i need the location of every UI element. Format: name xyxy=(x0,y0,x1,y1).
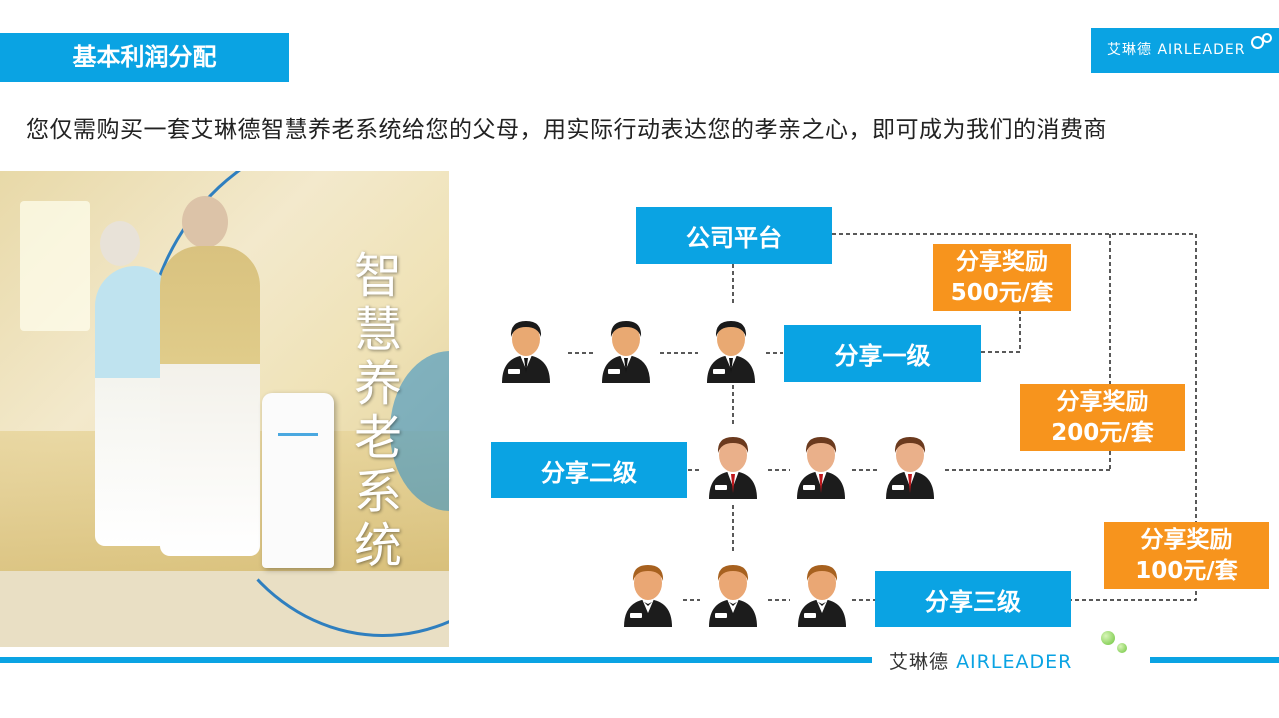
reward-label: 分享奖励 xyxy=(1056,388,1149,415)
person-icon xyxy=(705,555,761,627)
slogan-char: 系 xyxy=(353,464,402,520)
level2-box: 分享二级 xyxy=(491,442,687,498)
person-icon xyxy=(498,311,554,383)
logo-cn-text: 艾琳德 xyxy=(889,651,950,673)
slogan-char: 慧 xyxy=(353,302,402,358)
purifier-light-bar xyxy=(278,433,318,436)
person-icon xyxy=(705,427,761,499)
air-purifier-product xyxy=(262,393,334,568)
bubble-icon xyxy=(1101,631,1115,645)
bubble-icon xyxy=(1117,643,1127,653)
logo-cn-text: 艾琳德 xyxy=(1107,42,1152,58)
photo-window xyxy=(20,201,90,331)
slogan-char: 养 xyxy=(353,356,402,412)
person-icon xyxy=(882,427,938,499)
logo-en-text: AIRLEADER xyxy=(956,651,1073,673)
person-icon xyxy=(620,555,676,627)
reward-amount: 100元/套 xyxy=(1135,557,1238,584)
slogan-char: 智 xyxy=(353,248,402,304)
level1-box: 分享一级 xyxy=(784,325,981,382)
bubble-icon xyxy=(1262,33,1272,43)
elderly-man xyxy=(182,196,228,248)
reward-label: 分享奖励 xyxy=(1140,526,1233,553)
reward-amount: 500元/套 xyxy=(950,279,1054,306)
subtitle-text: 您仅需购买一套艾琳德智慧养老系统给您的父母，用实际行动表达您的孝亲之心，即可成为… xyxy=(26,117,1107,143)
reward-label: 分享奖励 xyxy=(956,248,1048,275)
person-icon xyxy=(703,311,759,383)
slogan-char: 统 xyxy=(353,518,402,574)
brand-logo-top: 艾琳德 AIRLEADER xyxy=(1091,28,1279,73)
footer-line-right xyxy=(1150,657,1279,663)
elderly-man-body xyxy=(160,246,260,556)
footer-line-left xyxy=(0,657,872,663)
elderly-couple-photo: 智 慧 养 老 系 统 xyxy=(0,171,449,647)
person-icon xyxy=(794,555,850,627)
reward-500-box: 分享奖励 500元/套 xyxy=(933,244,1071,311)
slogan-char: 老 xyxy=(353,410,402,466)
vertical-slogan: 智 慧 养 老 系 统 xyxy=(348,249,408,573)
logo-en-text: AIRLEADER xyxy=(1157,42,1246,58)
person-icon xyxy=(598,311,654,383)
bubble-icon xyxy=(1251,36,1264,49)
elderly-woman xyxy=(100,221,140,266)
reward-100-box: 分享奖励 100元/套 xyxy=(1104,522,1269,589)
reward-200-box: 分享奖励 200元/套 xyxy=(1020,384,1185,451)
level3-box: 分享三级 xyxy=(875,571,1071,627)
company-platform-box: 公司平台 xyxy=(636,207,832,264)
page-title: 基本利润分配 xyxy=(0,33,289,82)
brand-logo-bottom: 艾琳德 AIRLEADER xyxy=(889,647,1072,674)
reward-amount: 200元/套 xyxy=(1051,419,1154,446)
person-icon xyxy=(793,427,849,499)
